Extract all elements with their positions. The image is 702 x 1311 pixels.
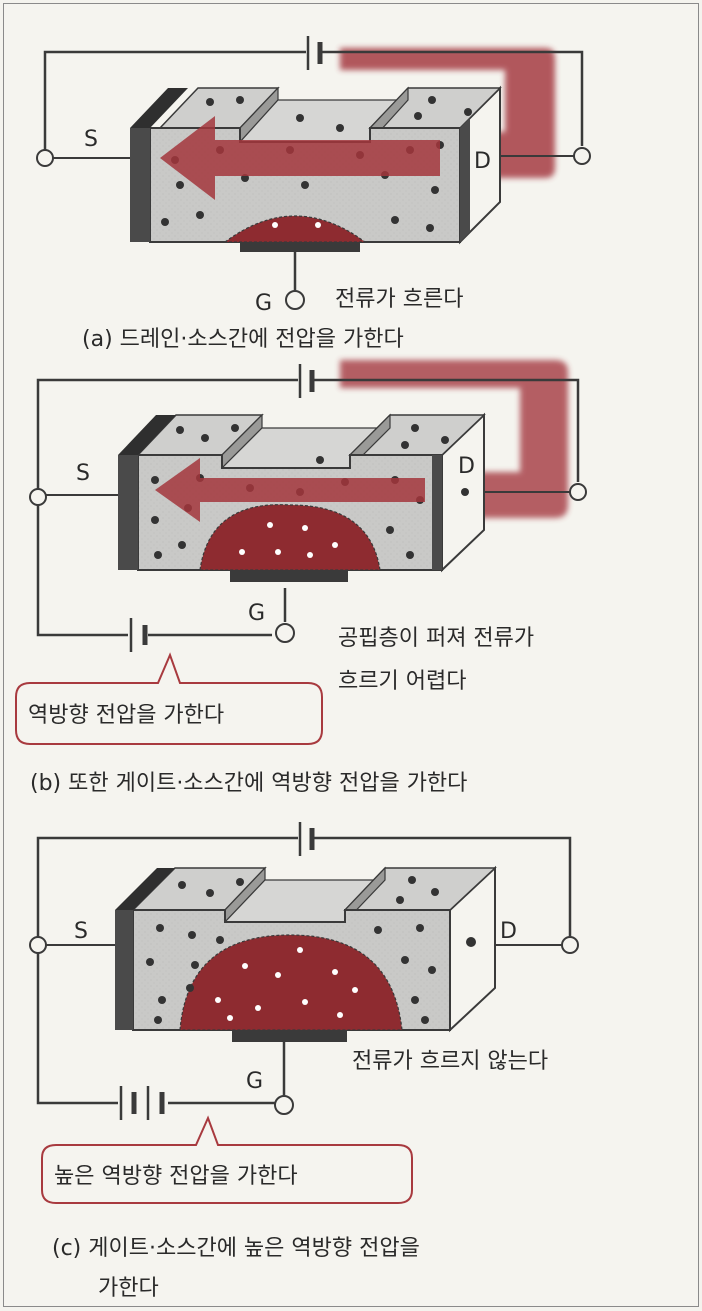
source-terminal xyxy=(29,936,47,954)
result-text: 전류가 흐르지 않는다 xyxy=(352,1049,548,1074)
source-label: S xyxy=(74,919,88,944)
panel-a: S D G 전류가 흐른다 (a) 드레인·소스간에 전압을 가한다 xyxy=(36,36,591,352)
panel-b: S D G 공핍층이 퍼져 전류가 흐르기 어렵다 역방향 전압을 가한다 (b… xyxy=(15,360,587,796)
panel-c: S D G 전류가 흐르지 않는다 높은 역방향 전압을 가한다 (c) 게이트… xyxy=(29,822,579,1301)
caption-c-line-1: (c) 게이트·소스간에 높은 역방향 전압을 xyxy=(52,1236,420,1261)
drain-label: D xyxy=(500,919,517,944)
battery xyxy=(298,822,315,856)
carrier-dots xyxy=(146,876,439,1024)
circuit-wires xyxy=(43,50,584,290)
source-terminal xyxy=(29,488,47,506)
gate-label: G xyxy=(246,1069,263,1094)
gate-battery xyxy=(129,618,148,652)
gate-terminal xyxy=(274,1095,294,1115)
source-label: S xyxy=(76,461,90,486)
callout-text: 높은 역방향 전압을 가한다 xyxy=(54,1164,298,1189)
result-line-2: 흐르기 어렵다 xyxy=(338,669,466,694)
result-text: 전류가 흐른다 xyxy=(335,287,463,312)
channel-current-arrow xyxy=(160,116,440,200)
drain-terminal xyxy=(561,936,579,954)
gate-label: G xyxy=(255,291,272,316)
drain-label: D xyxy=(458,454,475,479)
battery xyxy=(306,36,323,70)
result-line-1: 공핍층이 퍼져 전류가 xyxy=(338,626,534,651)
current-flow-arrow xyxy=(340,48,555,178)
source-terminal xyxy=(36,149,54,167)
callout-text: 역방향 전압을 가한다 xyxy=(28,703,224,728)
caption-a: (a) 드레인·소스간에 전압을 가한다 xyxy=(82,327,404,352)
gate-terminal xyxy=(275,623,295,643)
source-label: S xyxy=(84,127,98,152)
circuit-wires xyxy=(36,836,572,1105)
battery xyxy=(298,364,315,398)
caption-c-line-2: 가한다 xyxy=(98,1276,159,1301)
semiconductor-block xyxy=(118,412,486,582)
gate-terminal xyxy=(285,290,305,310)
circuit-wires xyxy=(36,378,580,637)
callout: 높은 역방향 전압을 가한다 xyxy=(41,1115,413,1204)
channel-current-arrow xyxy=(155,458,425,522)
caption-b: (b) 또한 게이트·소스간에 역방향 전압을 가한다 xyxy=(30,771,467,796)
drain-label: D xyxy=(474,149,491,174)
gate-battery xyxy=(119,1086,165,1120)
callout: 역방향 전압을 가한다 xyxy=(15,652,323,745)
drain-terminal xyxy=(573,147,591,165)
current-flow-arrow xyxy=(340,360,568,518)
drain-terminal xyxy=(569,483,587,501)
gate-label: G xyxy=(248,601,265,626)
semiconductor-block xyxy=(130,85,502,252)
semiconductor-block xyxy=(115,865,497,1042)
